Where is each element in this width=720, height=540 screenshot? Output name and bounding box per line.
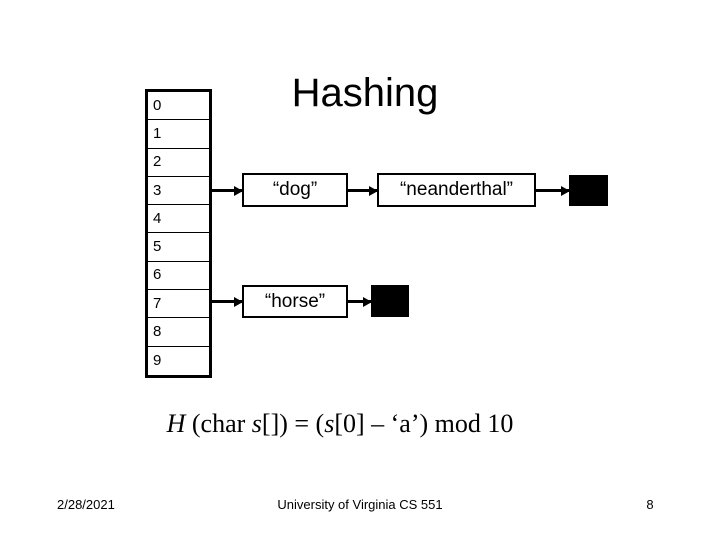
bucket-index-label: 0 [153,96,162,114]
arrow-horse-to-null [348,300,371,303]
chain-node-dog: “dog” [242,173,348,207]
arrow-bucket7-to-horse [212,300,242,303]
bucket-index-label: 2 [153,153,162,171]
bucket-index-label: 3 [153,181,162,199]
bucket-index-label: 7 [153,294,162,312]
footer-course-label: University of Virginia CS 551 [277,497,443,512]
bucket-row: 3 [148,176,209,206]
formula-part1: (char [185,409,252,438]
arrow-neanderthal-to-null [536,189,569,192]
bucket-row: 5 [148,233,209,262]
formula-part2: []) = ( [261,409,325,438]
chain-node-neanderthal: “neanderthal” [377,173,536,207]
hash-table: 0 1 2 3 4 5 6 7 8 9 [145,89,212,378]
bucket-index-label: 4 [153,209,162,227]
footer-date: 2/28/2021 [57,497,115,512]
page-title: Hashing [291,71,439,115]
bucket-row: 6 [148,261,209,291]
arrow-dog-to-neanderthal [348,189,377,192]
bucket-row: 1 [148,120,209,149]
formula-s-symbol-2: s [324,409,335,438]
bucket-row: 8 [148,318,209,347]
formula-s-symbol-1: s [251,409,262,438]
arrow-bucket3-to-dog [212,189,242,192]
chain-node-horse: “horse” [242,285,348,318]
bucket-row: 7 [148,290,209,319]
bucket-index-label: 1 [153,124,162,142]
bucket-row: 2 [148,148,209,177]
bucket-index-label: 9 [153,351,162,369]
bucket-row: 0 [148,92,209,121]
formula-part3: [0] – ‘a’) mod 10 [334,409,514,438]
bucket-row: 4 [148,205,209,234]
hash-function-formula: H (char s[]) = (s[0] – ‘a’) mod 10 [0,408,680,440]
bucket-index-label: 5 [153,238,162,256]
bucket-index-label: 8 [153,323,162,341]
footer-page-number: 8 [646,497,654,512]
bucket-index-label: 6 [153,266,162,284]
null-terminator-block [371,285,409,317]
null-terminator-block [569,175,608,206]
bucket-row: 9 [148,346,209,375]
formula-h-symbol: H [166,409,186,438]
